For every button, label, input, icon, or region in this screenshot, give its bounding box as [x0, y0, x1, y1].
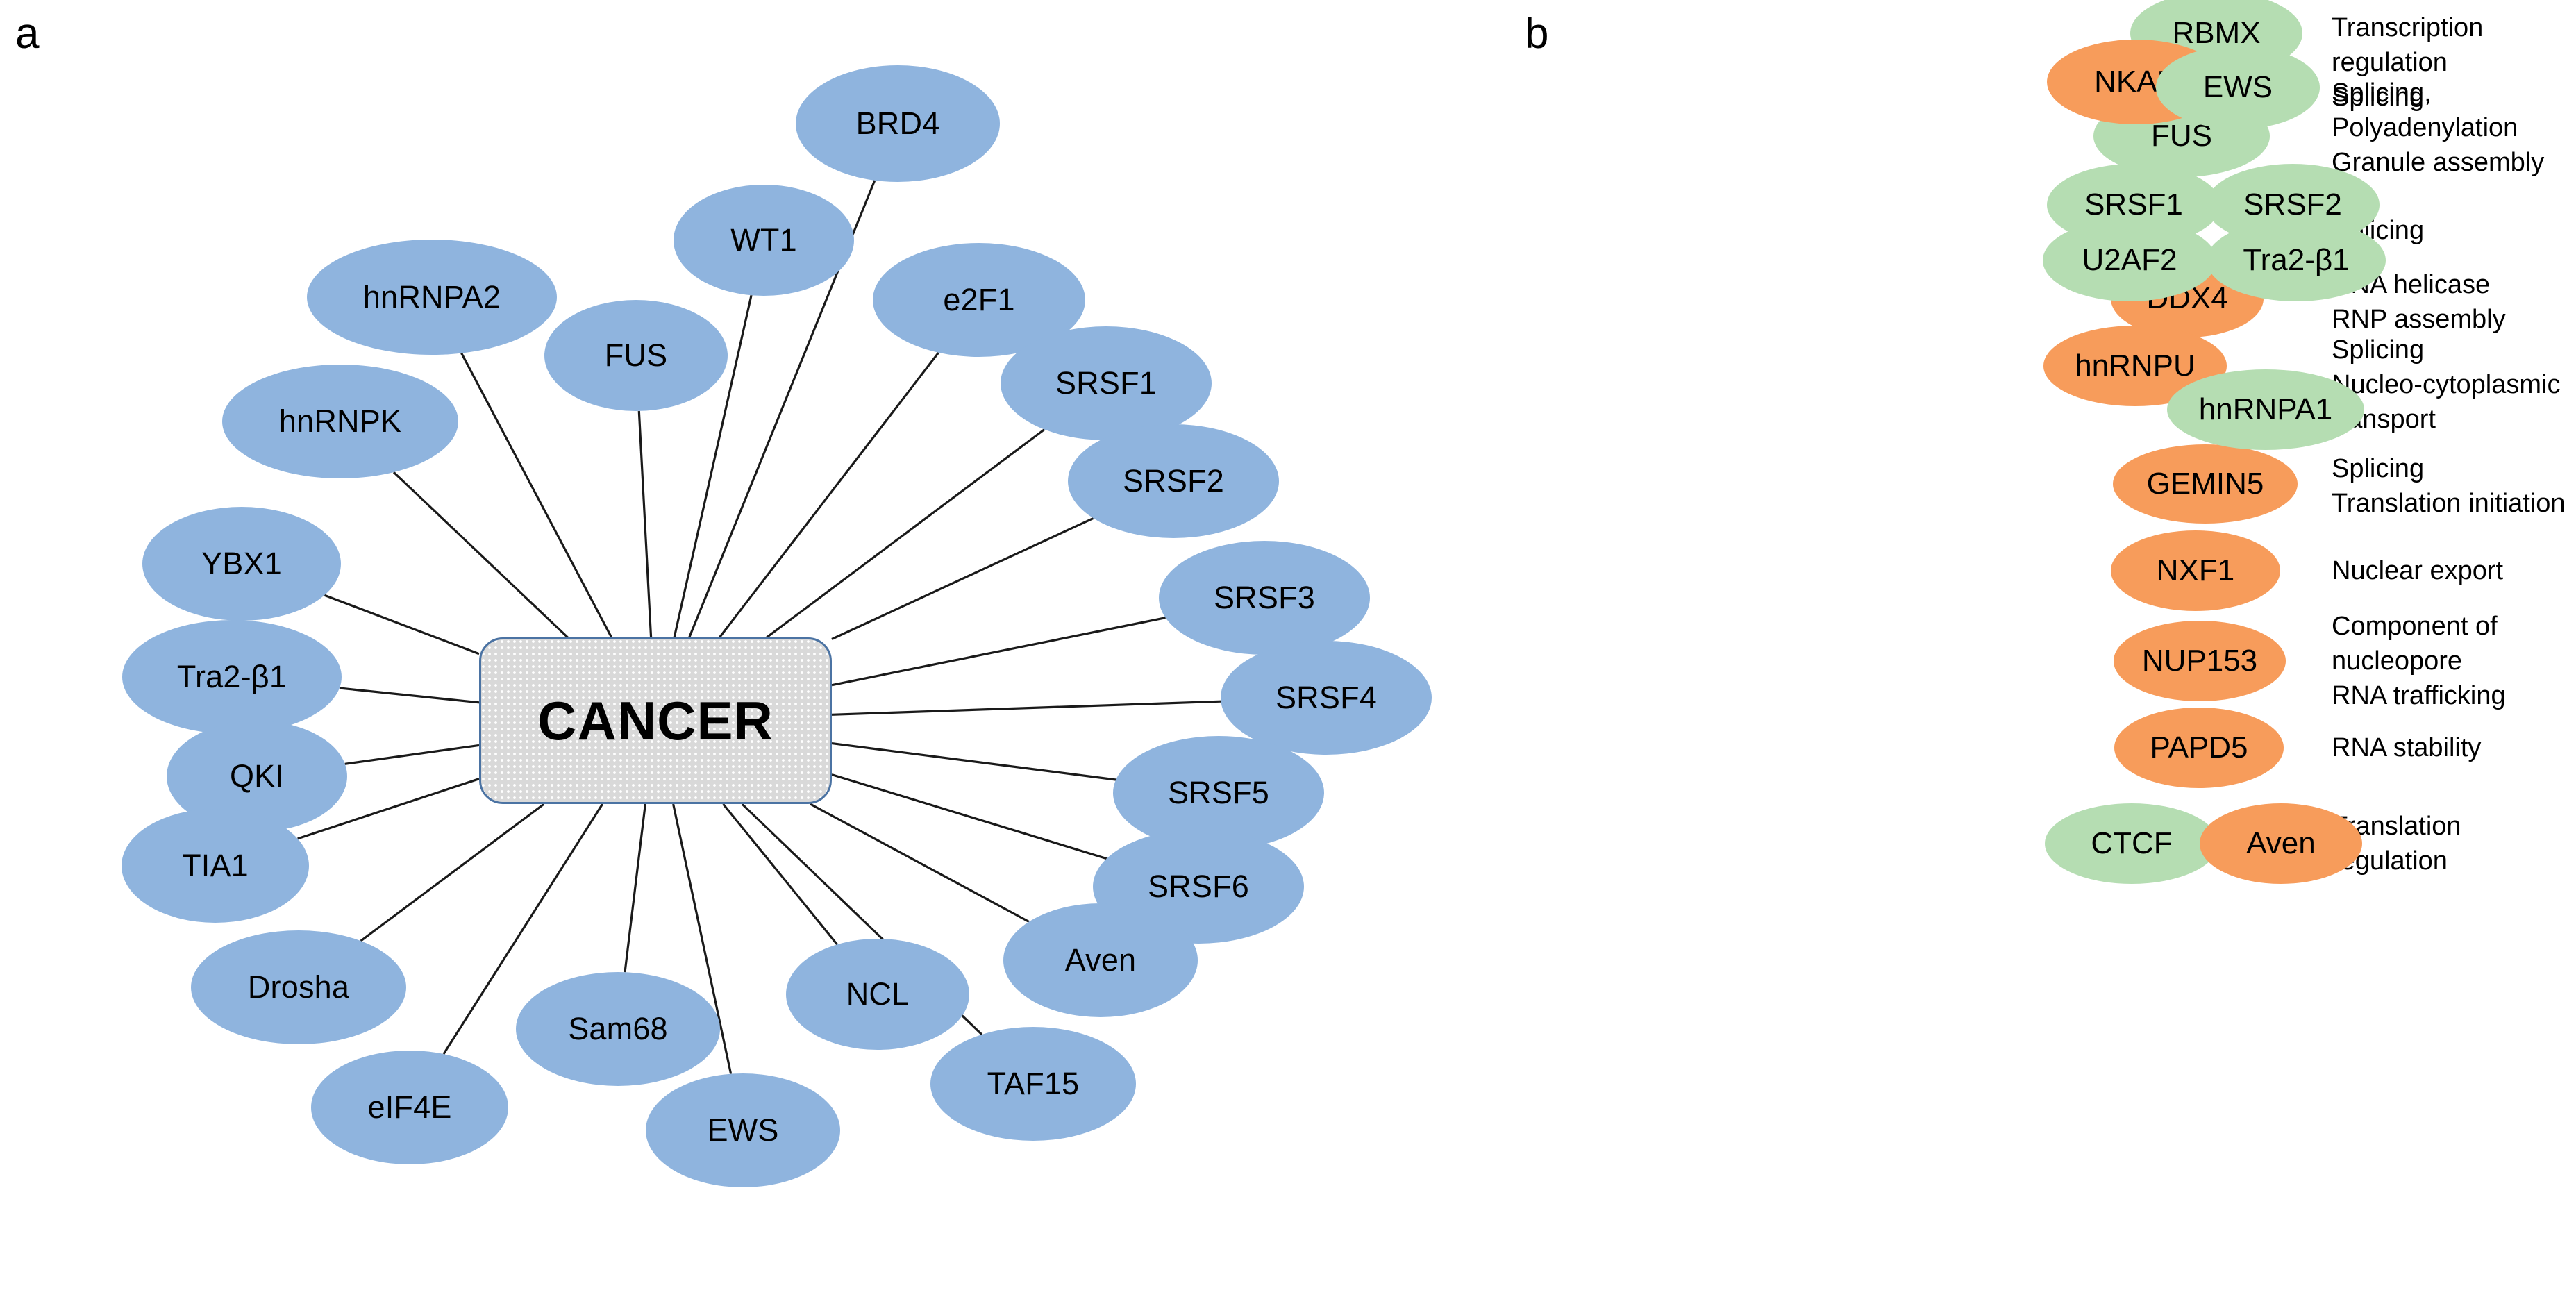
gene-node-label: QKI	[229, 758, 285, 794]
gene-node-hnrnpa2[interactable]: hnRNPA2	[307, 240, 557, 355]
gene-node-label: EWS	[707, 1112, 779, 1148]
function-annotation: Splicing Nucleo-cytoplasmic transport	[2332, 335, 2561, 435]
rbp-node-label: NXF1	[2156, 553, 2235, 587]
rbp-node-ctcf[interactable]: CTCF	[2045, 803, 2218, 884]
rbp-node-label: U2AF2	[2082, 243, 2177, 277]
gene-node-taf15[interactable]: TAF15	[930, 1027, 1136, 1141]
gene-node-brd4[interactable]: BRD4	[796, 65, 1000, 182]
function-annotation: RNA stability	[2332, 733, 2482, 762]
gene-node-label: NCL	[846, 976, 910, 1012]
cancer-label: CANCER	[537, 689, 773, 751]
rbp-node-label: NUP153	[2141, 644, 2258, 678]
rbp-node-nxf1[interactable]: NXF1	[2111, 530, 2280, 611]
panel-b-letter: b	[1525, 10, 1549, 58]
gene-node-ybx1[interactable]: YBX1	[142, 507, 341, 621]
gene-node-label: WT1	[730, 222, 797, 258]
gene-node-label: FUS	[604, 337, 668, 373]
edge-cancer-to-hnrnpk	[392, 471, 569, 639]
gene-node-sam68[interactable]: Sam68	[516, 972, 720, 1086]
gene-node-label: SRSF2	[1122, 463, 1225, 499]
gene-node-fus[interactable]: FUS	[544, 300, 728, 411]
edge-cancer-to-e2f1	[719, 351, 939, 638]
rbp-node-label: hnRNPU	[2075, 349, 2196, 383]
gene-node-label: hnRNPA2	[362, 279, 501, 315]
gene-node-label: TIA1	[182, 848, 249, 883]
edge-cancer-to-fus	[637, 410, 653, 638]
rbp-node-label: CTCF	[2091, 826, 2173, 860]
gene-node-aven[interactable]: Aven	[1003, 903, 1198, 1017]
edge-cancer-to-drosha	[360, 803, 545, 942]
cancer-center-node[interactable]: CANCER	[479, 637, 832, 804]
gene-node-label: hnRNPK	[278, 403, 402, 439]
rbp-node-u2af2[interactable]: U2AF2	[2043, 219, 2216, 301]
rbp-node-hnrnpa1[interactable]: hnRNPA1	[2167, 369, 2364, 450]
function-annotation: Component of nucleopore RNA trafficking	[2332, 611, 2506, 711]
gene-node-label: TAF15	[987, 1066, 1080, 1101]
rbp-node-label: Aven	[2246, 826, 2316, 860]
gene-node-label: BRD4	[855, 106, 940, 141]
gene-node-label: Tra2-β1	[176, 659, 287, 694]
edge-cancer-to-qki	[344, 744, 480, 765]
rbp-node-label: RBMX	[2172, 16, 2261, 50]
rbp-node-nup153[interactable]: NUP153	[2114, 621, 2286, 701]
rbp-node-label: hnRNPA1	[2198, 392, 2333, 426]
edge-cancer-to-tra2-1	[339, 687, 480, 704]
rbp-node-aven[interactable]: Aven	[2200, 803, 2362, 884]
gene-node-hnrnpk[interactable]: hnRNPK	[222, 365, 458, 478]
rbp-node-label: EWS	[2202, 70, 2273, 104]
edge-cancer-to-srsf5	[831, 742, 1116, 781]
function-annotation: Splicing Translation initiation	[2332, 453, 2566, 518]
gene-node-label: Sam68	[568, 1011, 668, 1046]
gene-node-label: SRSF5	[1167, 775, 1270, 810]
edge-cancer-to-srsf2	[831, 517, 1094, 640]
rbp-node-label: GEMIN5	[2146, 467, 2264, 501]
rbp-node-srsf2[interactable]: SRSF2	[2206, 164, 2380, 246]
gene-node-ncl[interactable]: NCL	[786, 939, 969, 1050]
rbp-node-label: Tra2-β1	[2243, 243, 2350, 277]
gene-node-drosha[interactable]: Drosha	[191, 930, 406, 1044]
rbp-node-papd5[interactable]: PAPD5	[2114, 708, 2284, 788]
edge-cancer-to-srsf1	[766, 428, 1046, 639]
gene-node-label: YBX1	[201, 546, 282, 581]
gene-node-ews[interactable]: EWS	[646, 1073, 840, 1187]
gene-node-label: SRSF4	[1275, 680, 1378, 715]
gene-node-label: Aven	[1064, 942, 1137, 978]
gene-node-tia1[interactable]: TIA1	[122, 809, 309, 923]
gene-node-srsf1[interactable]: SRSF1	[1001, 326, 1212, 440]
gene-node-srsf2[interactable]: SRSF2	[1068, 424, 1279, 538]
rbp-node-tra2-1[interactable]: Tra2-β1	[2207, 219, 2386, 301]
edge-cancer-to-sam68	[624, 803, 646, 973]
edge-cancer-to-ybx1	[324, 594, 480, 655]
function-annotation: Transcription regulation Splicing	[2332, 12, 2484, 112]
function-annotation: Nuclear export	[2332, 555, 2504, 585]
panel-a-letter: a	[15, 10, 40, 58]
edge-cancer-to-srsf4	[831, 700, 1221, 716]
rbp-node-label: SRSF1	[2084, 187, 2183, 221]
function-annotation: Splicing, Polyadenylation Granule assemb…	[2332, 78, 2545, 178]
gene-node-label: eIF4E	[367, 1089, 452, 1125]
rbp-node-ews[interactable]: EWS	[2156, 46, 2320, 129]
gene-node-tra2-1[interactable]: Tra2-β1	[122, 620, 342, 734]
rbp-node-label: PAPD5	[2150, 730, 2248, 764]
gene-node-label: SRSF6	[1147, 869, 1250, 904]
rbp-node-gemin5[interactable]: GEMIN5	[2113, 444, 2298, 524]
rbp-node-label: SRSF2	[2243, 187, 2342, 221]
edge-cancer-to-ncl	[722, 803, 838, 946]
gene-node-wt1[interactable]: WT1	[674, 185, 854, 296]
gene-node-label: e2F1	[943, 282, 1015, 317]
gene-node-srsf3[interactable]: SRSF3	[1159, 541, 1370, 655]
function-annotation: Translation regulation	[2332, 811, 2461, 876]
edge-cancer-to-srsf6	[831, 773, 1107, 860]
edge-cancer-to-srsf3	[831, 617, 1166, 687]
gene-node-label: SRSF1	[1055, 365, 1157, 401]
gene-node-srsf4[interactable]: SRSF4	[1221, 641, 1432, 755]
gene-node-label: Drosha	[247, 969, 350, 1005]
gene-node-label: SRSF3	[1213, 580, 1316, 615]
edge-cancer-to-aven	[810, 803, 1030, 923]
gene-node-eif4e[interactable]: eIF4E	[311, 1051, 508, 1164]
